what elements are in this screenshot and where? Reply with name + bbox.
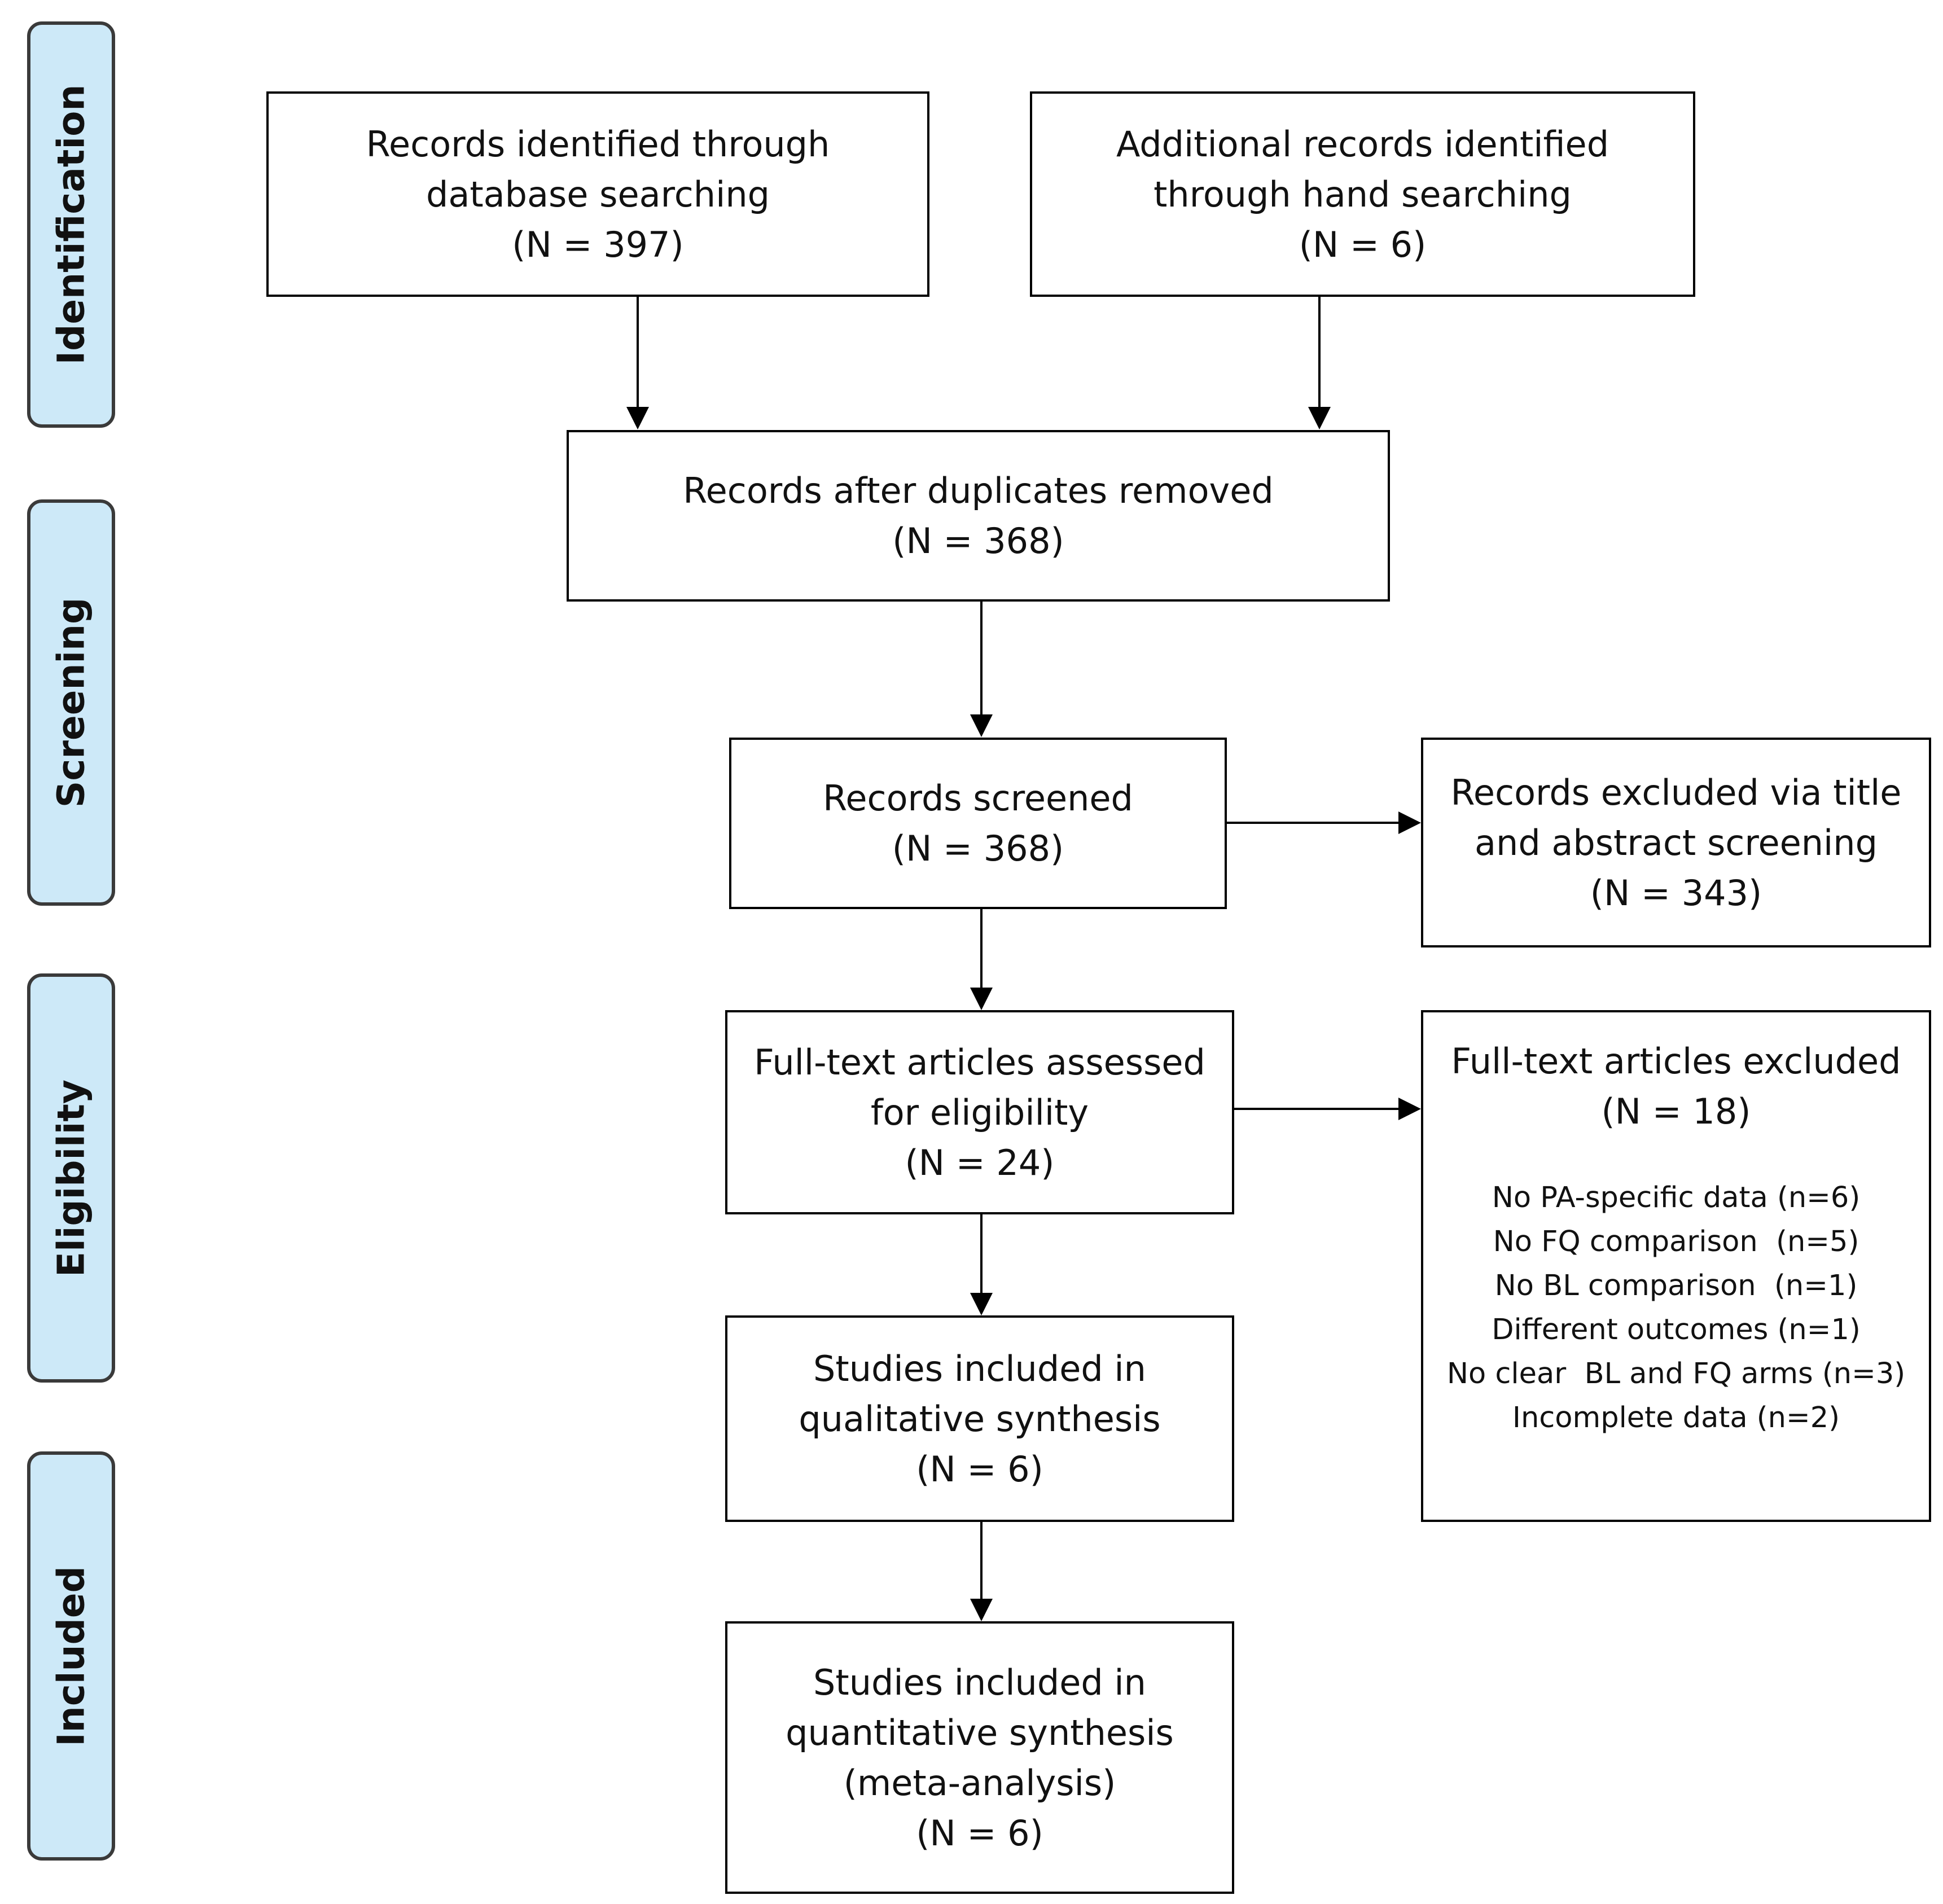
database-count: (N = 397) xyxy=(512,223,684,265)
quantitative-line1: Studies included in xyxy=(813,1661,1146,1703)
qualitative-count: (N = 6) xyxy=(916,1448,1043,1490)
stage-eligibility: Eligibility xyxy=(27,973,115,1383)
exclusion-reason: No BL comparison (n=1) xyxy=(1494,1269,1858,1302)
box-qualitative-synthesis: Studies included in qualitative synthesi… xyxy=(725,1315,1234,1522)
exclusion-reason: Incomplete data (n=2) xyxy=(1512,1401,1840,1434)
screened-count: (N = 368) xyxy=(892,828,1064,869)
quantitative-line3: (meta-analysis) xyxy=(843,1762,1116,1804)
exclusion-reason: Different outcomes (n=1) xyxy=(1492,1313,1861,1346)
box-duplicates-removed: Records after duplicates removed (N = 36… xyxy=(567,430,1390,602)
screened-line1: Records screened xyxy=(823,778,1133,819)
excluded-title-line2: and abstract screening xyxy=(1475,822,1878,863)
box-records-excluded-title-abstract: Records excluded via title and abstract … xyxy=(1421,738,1931,947)
fulltext-excluded-count: (N = 18) xyxy=(1601,1091,1751,1132)
stage-included: Included xyxy=(27,1451,115,1861)
qualitative-line1: Studies included in xyxy=(813,1348,1146,1389)
exclusion-reasons-list: No PA-specific data (n=6) No FQ comparis… xyxy=(1447,1176,1905,1440)
box-hand-search-records: Additional records identified through ha… xyxy=(1030,91,1695,297)
qualitative-line2: qualitative synthesis xyxy=(799,1398,1161,1440)
fulltext-excluded-line1: Full-text articles excluded xyxy=(1451,1041,1901,1082)
duplicates-count: (N = 368) xyxy=(892,520,1064,561)
database-line2: database searching xyxy=(426,173,770,215)
box-database-records: Records identified through database sear… xyxy=(266,91,929,297)
box-records-screened: Records screened (N = 368) xyxy=(729,738,1227,909)
database-line1: Records identified through xyxy=(366,123,830,165)
excluded-title-line1: Records excluded via title xyxy=(1450,771,1902,813)
fulltext-count: (N = 24) xyxy=(905,1142,1055,1183)
exclusion-reason: No clear BL and FQ arms (n=3) xyxy=(1446,1357,1906,1390)
quantitative-line2: quantitative synthesis xyxy=(786,1712,1174,1753)
box-fulltext-assessed: Full-text articles assessed for eligibil… xyxy=(725,1010,1234,1214)
box-quantitative-synthesis: Studies included in quantitative synthes… xyxy=(725,1621,1234,1894)
stage-screening: Screening xyxy=(27,499,115,906)
hand-line1: Additional records identified xyxy=(1116,123,1609,165)
exclusion-reason: No PA-specific data (n=6) xyxy=(1492,1181,1861,1214)
exclusion-reason: No FQ comparison (n=5) xyxy=(1493,1225,1859,1258)
fulltext-line2: for eligibility xyxy=(870,1091,1089,1133)
hand-count: (N = 6) xyxy=(1299,223,1427,265)
hand-line2: through hand searching xyxy=(1153,173,1572,215)
excluded-title-count: (N = 343) xyxy=(1590,872,1762,914)
stage-identification: Identification xyxy=(27,21,115,428)
duplicates-line1: Records after duplicates removed xyxy=(683,470,1274,511)
fulltext-line1: Full-text articles assessed xyxy=(754,1041,1205,1083)
quantitative-count: (N = 6) xyxy=(916,1812,1043,1854)
box-fulltext-excluded: Full-text articles excluded (N = 18) No … xyxy=(1421,1010,1931,1522)
